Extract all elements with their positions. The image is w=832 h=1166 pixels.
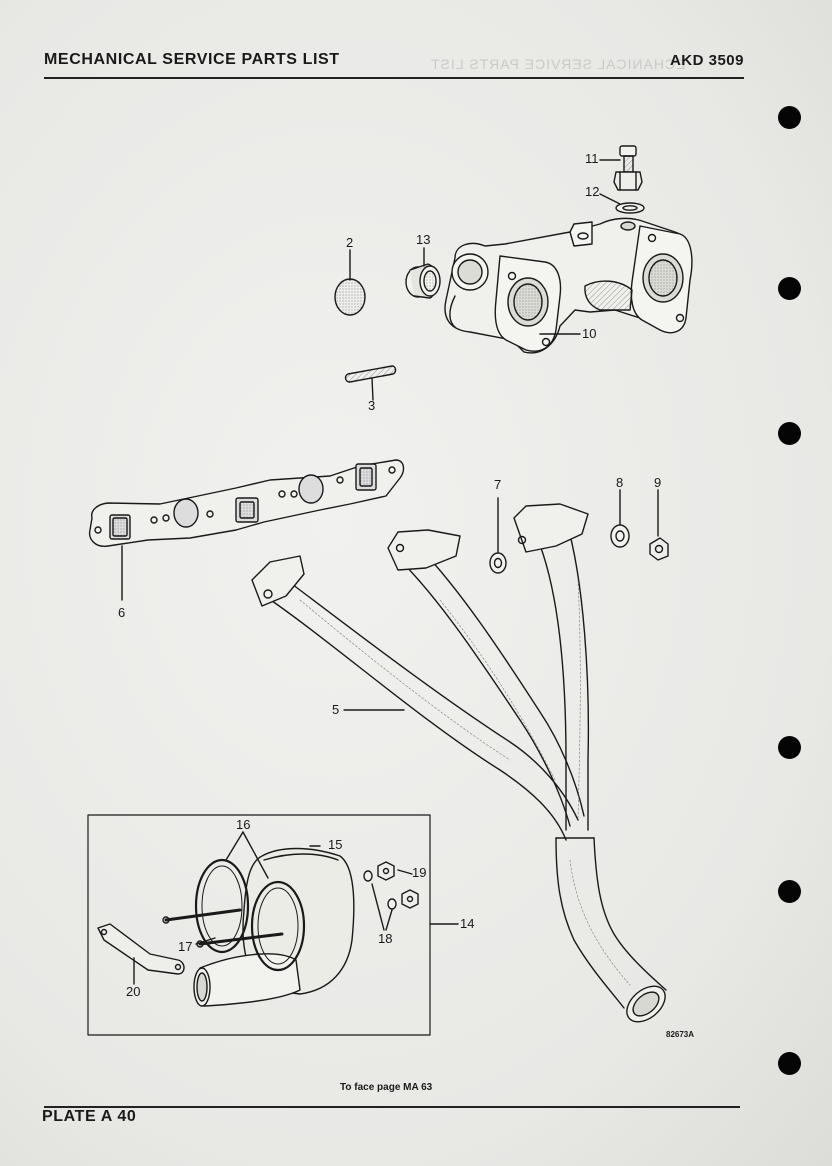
part-7-washer [489, 497, 507, 574]
callout-19: 19 [412, 865, 427, 880]
part-6-manifold-gasket [88, 459, 405, 601]
plate-label: PLATE A 40 [42, 1108, 137, 1125]
figure-code: 82673A [666, 1030, 695, 1039]
page-title: MECHANICAL SERVICE PARTS LIST [44, 51, 340, 68]
binder-hole [778, 277, 801, 300]
binder-hole [778, 736, 801, 759]
part-5-exhaust-manifold [251, 503, 667, 1023]
binder-hole [778, 1052, 801, 1075]
part-2-core-plug [334, 278, 366, 316]
callout-2: 2 [346, 235, 354, 250]
callout-20: 20 [126, 984, 141, 999]
part-12-washer [615, 202, 645, 214]
footer-rule [44, 1106, 740, 1108]
inset-frame [87, 814, 431, 1036]
callout-8: 8 [616, 475, 624, 490]
callout-17: 17 [178, 939, 193, 954]
callout-11: 11 [585, 151, 599, 166]
callout-15: 15 [328, 837, 343, 852]
callout-3: 3 [368, 398, 376, 413]
part-8-washer [610, 489, 630, 548]
callout-9: 9 [654, 475, 662, 490]
part-15-flange-assembly [193, 847, 355, 1007]
part-18-19-nuts-washers [363, 861, 419, 931]
binder-hole [778, 422, 801, 445]
part-13-sleeve [405, 263, 441, 299]
header-rule [44, 77, 744, 79]
part-17-clamp-bolts [162, 908, 284, 948]
document-code: AKD 3509 [669, 52, 744, 69]
callout-12: 12 [585, 184, 600, 199]
part-10-inlet-manifold [444, 217, 693, 354]
face-page-note: To face page MA 63 [340, 1082, 433, 1093]
callout-16: 16 [236, 817, 251, 832]
callout-14: 14 [460, 916, 475, 931]
part-11-union-bolt [613, 145, 643, 191]
callout-13: 13 [416, 232, 431, 247]
binder-hole [778, 880, 801, 903]
part-20-bracket [97, 923, 185, 985]
part-16-clamp-rings [194, 831, 306, 972]
part-3-stud [344, 365, 397, 401]
callout-10: 10 [582, 326, 597, 341]
callout-7: 7 [494, 477, 502, 492]
binder-hole [778, 106, 801, 129]
part-9-nut [649, 489, 669, 561]
callout-18: 18 [378, 931, 393, 946]
callout-6: 6 [118, 605, 126, 620]
callout-5: 5 [332, 702, 340, 717]
